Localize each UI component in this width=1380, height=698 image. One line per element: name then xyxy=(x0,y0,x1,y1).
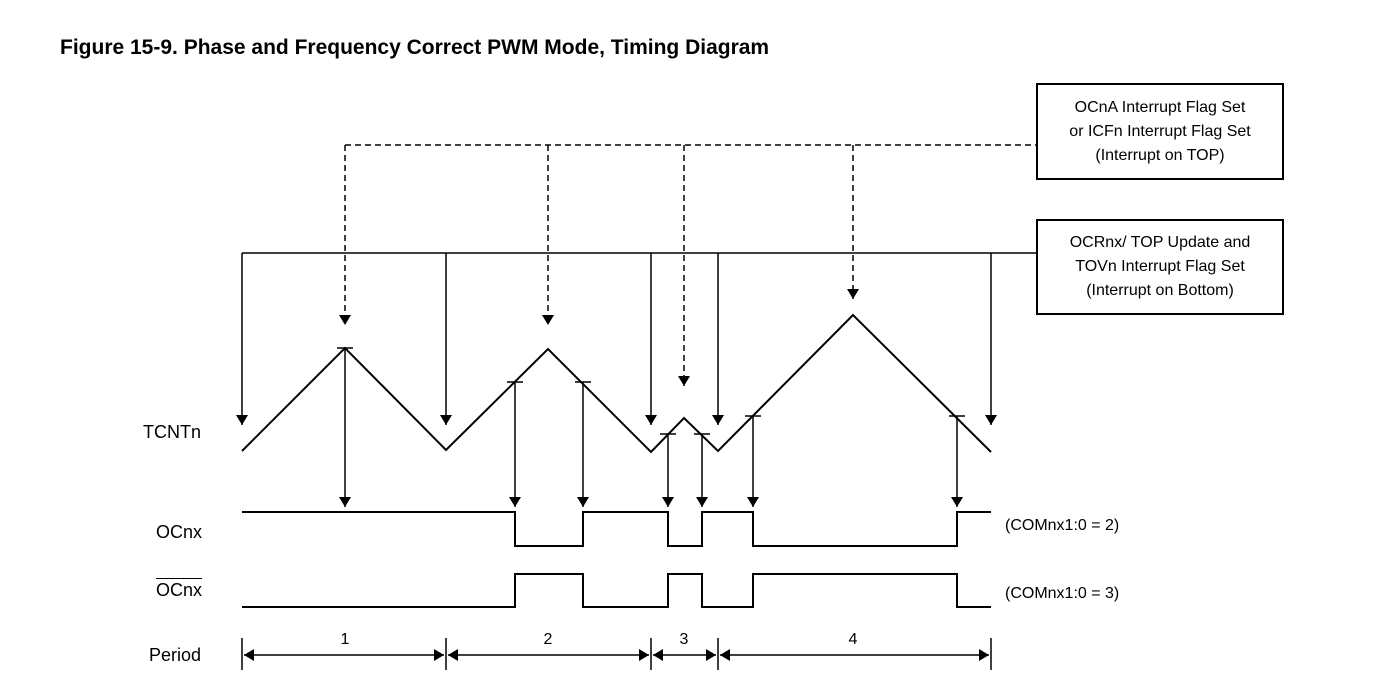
figure-title: Figure 15-9. Phase and Frequency Correct… xyxy=(60,36,770,59)
ocnx-label: OCnx xyxy=(156,522,203,542)
compare-match-arrows xyxy=(339,348,963,507)
top-interrupt-line-2: or ICFn Interrupt Flag Set xyxy=(1069,122,1251,140)
tcnt-waveform xyxy=(241,313,992,454)
bottom-interrupt-line-1: OCRnx/ TOP Update and xyxy=(1069,234,1251,251)
bottom-interrupt-lines xyxy=(236,252,1036,425)
tcnt-label: TCNTn xyxy=(143,422,201,442)
top-interrupt-box: OCnA Interrupt Flag Set or ICFn Interrup… xyxy=(1036,83,1284,180)
period-number-2: 2 xyxy=(543,631,553,648)
period-number-3: 3 xyxy=(679,631,689,648)
period-dimensions xyxy=(241,638,992,670)
bottom-interrupt-box: OCRnx/ TOP Update and TOVn Interrupt Fla… xyxy=(1036,219,1284,315)
period-number-4: 4 xyxy=(848,631,858,648)
bottom-interrupt-line-2: TOVn Interrupt Flag Set xyxy=(1075,258,1245,275)
bottom-interrupt-line-3: (Interrupt on Bottom) xyxy=(1086,282,1234,299)
ocnx-waveform xyxy=(242,511,991,547)
period-label: Period xyxy=(149,645,202,665)
top-interrupt-line-3: (Interrupt on TOP) xyxy=(1095,146,1225,164)
top-interrupt-line-1: OCnA Interrupt Flag Set xyxy=(1074,98,1246,116)
mode-inverting: (COMnx1:0 = 3) xyxy=(1005,585,1120,602)
mode-non-inverting: (COMnx1:0 = 2) xyxy=(1005,517,1120,534)
top-interrupt-lines xyxy=(339,144,1036,386)
period-number-1: 1 xyxy=(340,631,350,648)
ocnx-inverted-waveform xyxy=(242,573,991,608)
ocnx-inverted-label: OCnx xyxy=(156,578,203,600)
